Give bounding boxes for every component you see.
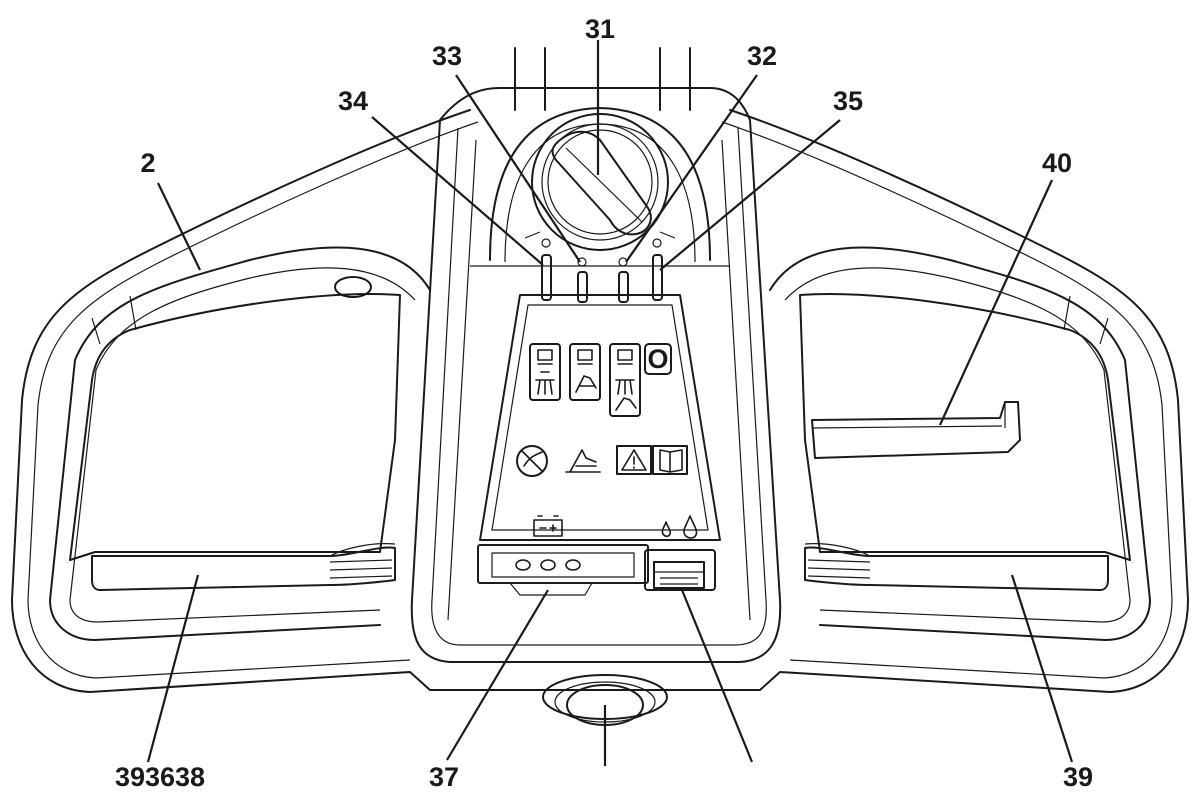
- mode-symbol-1: [529, 343, 561, 401]
- mode-symbol-2: [569, 343, 601, 401]
- callout-labels: 31 33 32 34 35 2 40 393638 37 39: [115, 14, 1093, 792]
- leader-lines: [146, 40, 1074, 766]
- rotary-switch-knob: [524, 113, 676, 251]
- lever-40: [811, 401, 1021, 459]
- callout-33: 33: [432, 41, 462, 71]
- rocker-switch: [644, 549, 716, 591]
- off-symbol: O: [647, 344, 668, 374]
- status-row: [533, 515, 698, 539]
- callout-31: 31: [585, 14, 615, 44]
- lower-display-37: [477, 544, 649, 596]
- callout-35: 35: [833, 86, 863, 116]
- callout-40: 40: [1042, 148, 1072, 178]
- warning-triangle-icon: [616, 445, 652, 475]
- lower-bar-right: [804, 543, 1109, 591]
- callout-37: 37: [429, 762, 459, 792]
- brush-warning-icon: [565, 449, 601, 473]
- read-manual-icon: [652, 445, 688, 475]
- battery-icon: [533, 515, 563, 537]
- callout-32: 32: [747, 41, 777, 71]
- callout-34: 34: [338, 86, 368, 116]
- handlebar-frame: [11, 109, 1189, 693]
- callout-39: 39: [1063, 762, 1093, 792]
- prohibited-brush-icon: [516, 445, 548, 477]
- warning-symbols: [516, 445, 688, 477]
- indicator-leds: [541, 238, 663, 303]
- central-housing: [410, 47, 782, 663]
- water-drop-icon: [661, 515, 698, 539]
- callout-2: 2: [140, 148, 155, 178]
- mode-symbol-off: O: [644, 343, 672, 375]
- lower-bar-left: [91, 543, 396, 591]
- mode-symbol-3: [609, 343, 641, 417]
- callout-393638: 393638: [115, 762, 205, 792]
